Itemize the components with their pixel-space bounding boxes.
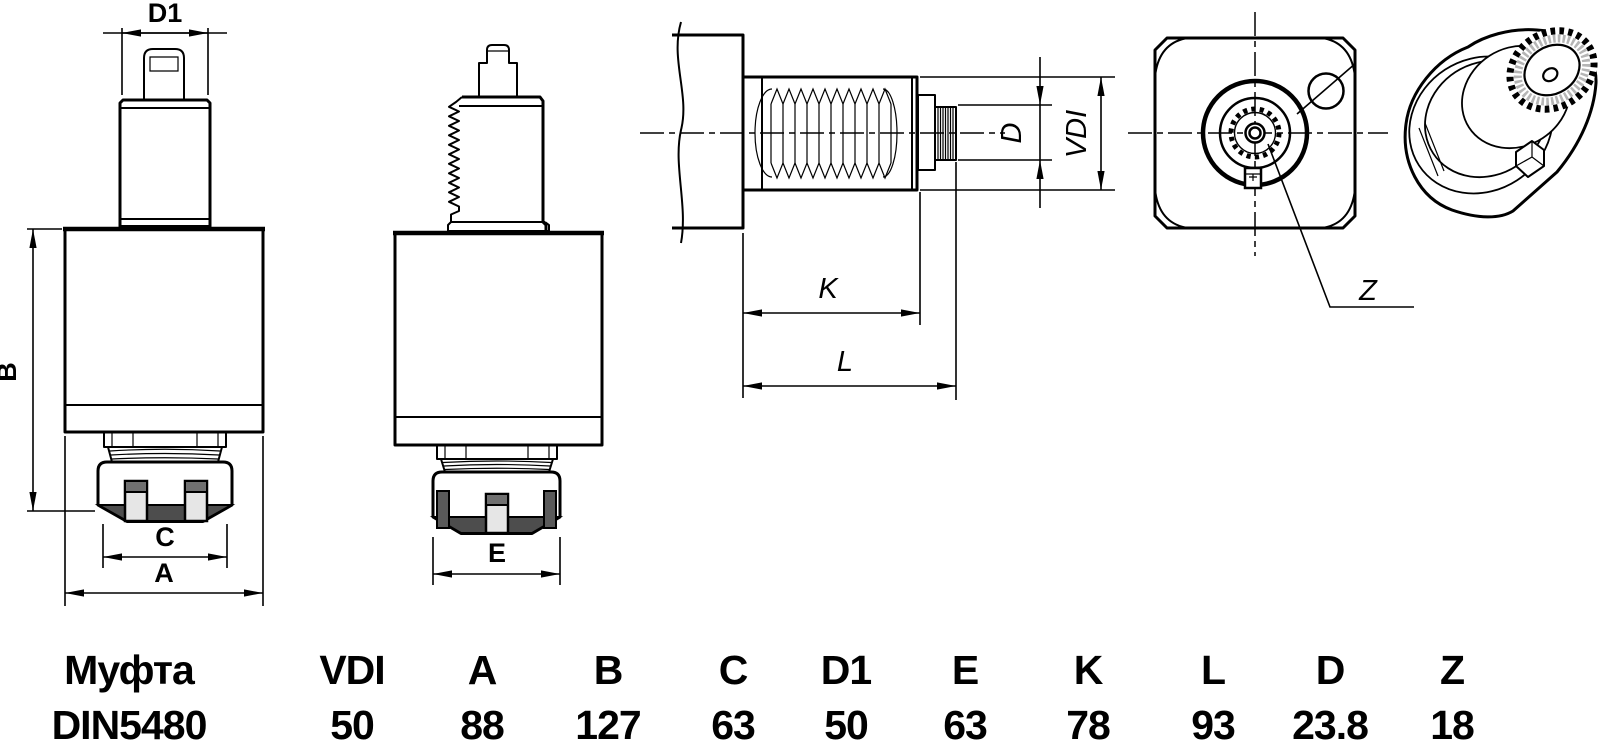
dim-a: A	[64, 436, 264, 606]
dim-label-c: C	[155, 522, 175, 552]
table-header-k: K	[1074, 647, 1104, 693]
front-view: D1 B C A	[0, 0, 265, 606]
end-locating-hole	[1296, 62, 1357, 115]
dim-label-a: A	[154, 558, 174, 588]
dim-b: B	[0, 228, 95, 512]
table-header-a: A	[468, 647, 497, 693]
table-header-vdi: VDI	[319, 647, 384, 693]
section-thread-crest-bottom	[770, 161, 892, 180]
end-center-ring-inner	[1248, 126, 1262, 140]
end-corner-arcs	[1154, 37, 1356, 229]
end-keyway	[1243, 166, 1263, 190]
table-value-vdi: 50	[330, 702, 374, 748]
front-tenon-flat	[149, 56, 179, 72]
iso-center-hole	[1542, 67, 1559, 83]
front-shank	[118, 98, 212, 229]
table-value-a: 88	[460, 702, 504, 748]
iso-spline-end	[1506, 27, 1598, 113]
section-thread-runout	[754, 88, 898, 178]
front-tenon-outline	[143, 48, 185, 100]
dim-label-d: D	[996, 122, 1028, 143]
side-collar-lines	[444, 446, 550, 459]
iso-keyway-block	[1515, 140, 1545, 178]
front-thread-ring-lines	[109, 448, 221, 460]
end-spline-gear	[1228, 106, 1282, 160]
dim-z-leader: Z	[1267, 143, 1414, 308]
dim-label-b: B	[0, 362, 22, 382]
table-header-b: B	[594, 647, 623, 693]
side-nut-slot-center	[484, 492, 510, 535]
side-body	[393, 231, 604, 447]
end-spline-root-circle	[1233, 111, 1277, 155]
dim-l: L	[743, 162, 957, 400]
front-collar-lines	[111, 433, 219, 447]
side-shank-base	[447, 221, 550, 232]
table-header-d: D	[1316, 647, 1345, 693]
dim-label-l: L	[837, 346, 853, 378]
table-value-k: 78	[1066, 702, 1110, 748]
front-collar	[103, 432, 227, 448]
section-view: VDI D K L	[640, 21, 1115, 400]
end-view: Z	[1128, 12, 1414, 308]
table-value-d1: 50	[824, 702, 868, 748]
side-view: E	[393, 44, 604, 585]
iso-flange-facet	[1418, 122, 1445, 177]
section-machine-block	[672, 33, 745, 230]
table-header-l: L	[1201, 647, 1225, 693]
section-thread-flanks	[770, 104, 892, 163]
dim-label-k: K	[818, 273, 839, 305]
table-value-b: 127	[575, 702, 640, 748]
front-nut-slot-right	[183, 479, 209, 523]
section-spline-teeth-lines	[937, 107, 954, 160]
dim-label-vdi: VDI	[1061, 110, 1093, 158]
front-shank-lines	[120, 107, 210, 227]
table-value-l: 93	[1191, 702, 1235, 748]
side-nut-slot-edge-right	[543, 490, 557, 529]
end-square-flange	[1153, 36, 1357, 230]
side-thread-ring-lines	[442, 460, 552, 471]
table-value-d: 23.8	[1292, 702, 1368, 748]
side-shank-thread-zigzag	[448, 96, 463, 222]
table-header-e: E	[952, 647, 978, 693]
table-value-z: 18	[1430, 702, 1474, 748]
dim-label-z: Z	[1358, 275, 1378, 307]
dim-d: D	[958, 57, 1052, 208]
table-header-d1: D1	[821, 647, 872, 693]
side-tip	[478, 44, 518, 97]
section-break-line	[676, 21, 685, 244]
front-nut-bottom-face	[94, 504, 236, 522]
side-collar	[436, 445, 558, 460]
section-thread-edges	[761, 77, 913, 190]
table-header-z: Z	[1440, 647, 1464, 693]
dim-k: K	[742, 192, 921, 398]
iso-3d-view	[1403, 27, 1598, 219]
front-nut-slot-left	[123, 479, 149, 523]
dim-d1: D1	[103, 0, 227, 95]
table-value-c: 63	[711, 702, 755, 748]
side-nut-slot-edge-left	[436, 490, 450, 529]
spec-table: Муфта DIN5480 VDI 50 A 88 B 127 C 63 D1 …	[52, 647, 1475, 748]
table-value-e: 63	[943, 702, 987, 748]
dim-label-e: E	[488, 538, 506, 568]
product-standard: DIN5480	[52, 702, 207, 748]
dim-vdi: VDI	[920, 76, 1115, 191]
front-body	[63, 227, 265, 434]
product-name: Муфта	[64, 647, 196, 693]
table-header-c: C	[719, 647, 748, 693]
dim-e: E	[432, 537, 561, 585]
section-thread-crest-top	[770, 87, 892, 106]
dim-c: C	[102, 522, 228, 568]
dim-label-d1: D1	[148, 0, 183, 28]
side-shank-right	[462, 95, 548, 231]
